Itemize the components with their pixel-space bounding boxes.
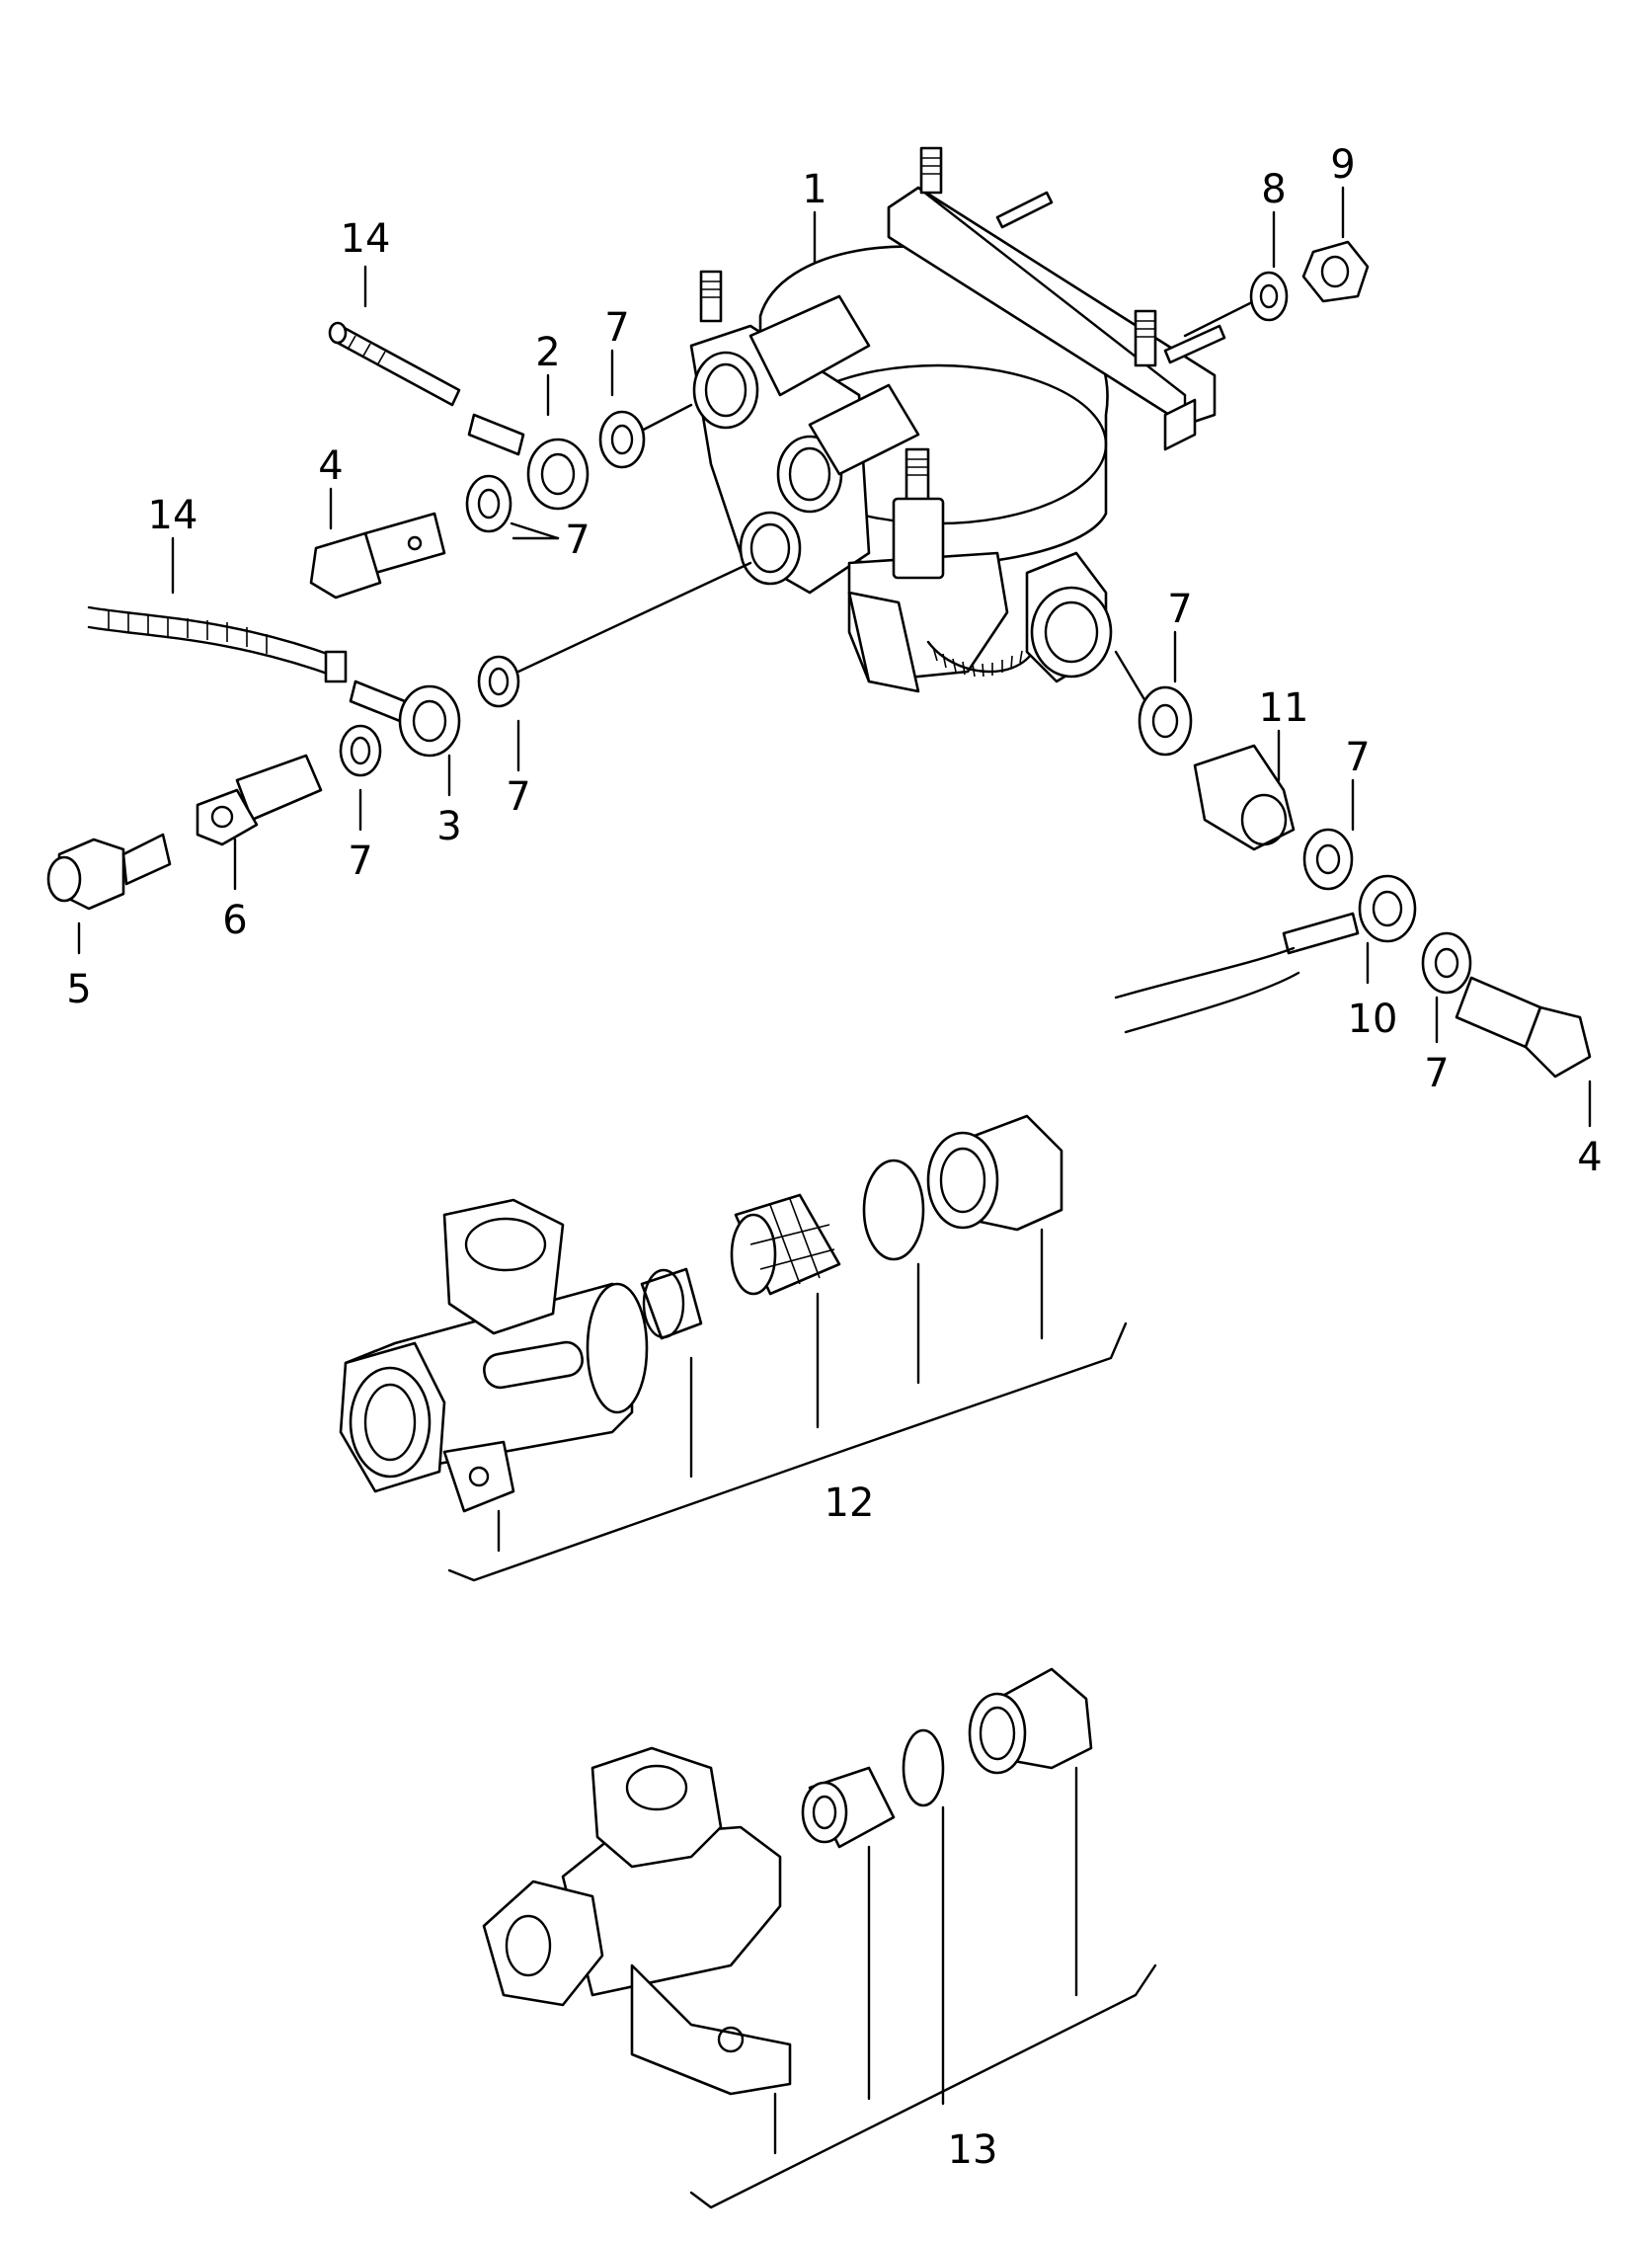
banjo-10: [1114, 874, 1417, 1034]
callout-5: 5: [66, 967, 91, 1012]
callout-4-lower: 4: [1577, 1135, 1602, 1180]
callout-10: 10: [1348, 997, 1398, 1042]
bolt-4-upper: [309, 512, 446, 600]
bolt-4-lower: [1455, 976, 1592, 1079]
callout-7-c: 7: [506, 774, 530, 820]
callout-14-upper: 14: [341, 216, 391, 262]
assembly-13: [482, 1667, 1157, 2209]
callout-2: 2: [535, 330, 560, 375]
banjo-2: [467, 413, 590, 511]
fitting-6: [196, 754, 323, 846]
callout-3: 3: [436, 804, 461, 849]
callout-14-lower: 14: [148, 493, 198, 538]
callout-11: 11: [1259, 685, 1309, 731]
pipe-14-lower: [87, 605, 348, 683]
valve-body-part: [689, 146, 1226, 693]
callout-labels: 1 2 3 4 4 5 6 7 7 7 7 7 7 7 8 9 10 11 12…: [66, 142, 1602, 2173]
sensor-5: [46, 833, 172, 911]
nut-11: [1193, 744, 1296, 851]
callout-12: 12: [825, 1481, 875, 1526]
pipe-14-upper: [328, 321, 461, 407]
washer-7g: [1421, 931, 1472, 995]
washer-7f: [1302, 828, 1354, 891]
callout-6: 6: [222, 898, 247, 943]
callout-9: 9: [1330, 142, 1355, 188]
washer-7b: [465, 474, 512, 533]
nut-9: [1301, 240, 1370, 303]
washer-7e: [1138, 685, 1193, 757]
callout-4-upper: 4: [318, 443, 343, 489]
callout-7-g: 7: [1424, 1051, 1449, 1096]
callout-7-f: 7: [1345, 735, 1370, 780]
callout-7-b: 7: [565, 518, 590, 563]
callout-7-e: 7: [1167, 587, 1192, 632]
banjo-3: [349, 680, 461, 758]
callout-1: 1: [802, 167, 826, 212]
washer-7d: [339, 724, 382, 777]
washer-7c: [477, 655, 520, 708]
assembly-12: [339, 1114, 1128, 1582]
callout-7-d: 7: [348, 839, 372, 884]
callout-leaders: [77, 186, 1592, 1128]
washer-7a: [598, 410, 646, 469]
washer-8: [1249, 271, 1289, 322]
callout-13: 13: [948, 2127, 998, 2173]
callout-7-a: 7: [604, 305, 629, 351]
callout-8: 8: [1261, 167, 1286, 212]
